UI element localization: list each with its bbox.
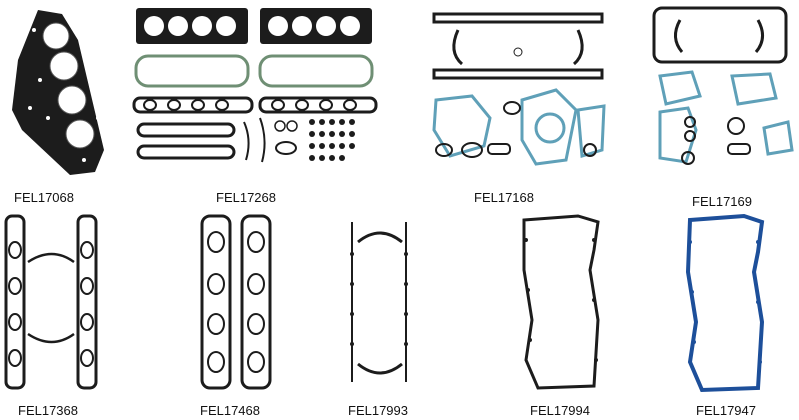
gasket-image-fel17368[interactable] [0, 210, 120, 395]
gasket-image-fel17169[interactable] [640, 0, 799, 180]
part-code-label: FEL17994 [530, 403, 590, 418]
part-code-label: FEL17168 [474, 190, 534, 205]
gasket-image-fel17068[interactable] [0, 0, 120, 180]
oil-pan-seal-set-graphic [350, 222, 408, 382]
gasket-image-fel17993[interactable] [344, 214, 420, 394]
part-code-label: FEL17169 [692, 194, 752, 209]
oil-pan-gasket-graphic [522, 214, 600, 390]
gasket-image-fel17947[interactable] [684, 212, 770, 398]
gasket-image-fel17468[interactable] [196, 212, 286, 397]
part-code-label: FEL17268 [216, 190, 276, 205]
part-code-label: FEL17368 [18, 403, 78, 418]
part-code-label: FEL17993 [348, 403, 408, 418]
full-gasket-set-graphic [132, 8, 378, 163]
part-code-label: FEL17468 [200, 403, 260, 418]
part-code-label: FEL17068 [14, 190, 74, 205]
gasket-image-fel17994[interactable] [518, 210, 604, 396]
gasket-image-fel17268[interactable] [128, 0, 384, 180]
oil-pan-timing-set-graphic [432, 12, 606, 166]
oil-pan-gasket-graphic [685, 213, 765, 393]
exhaust-manifold-gasket-graphic [200, 214, 272, 390]
part-code-label: FEL17947 [696, 403, 756, 418]
gasket-image-fel17168[interactable] [426, 0, 610, 180]
oil-pan-timing-set-graphic [652, 6, 794, 165]
head-gasket-graphic [12, 10, 104, 175]
intake-manifold-gasket-graphic [4, 214, 98, 390]
